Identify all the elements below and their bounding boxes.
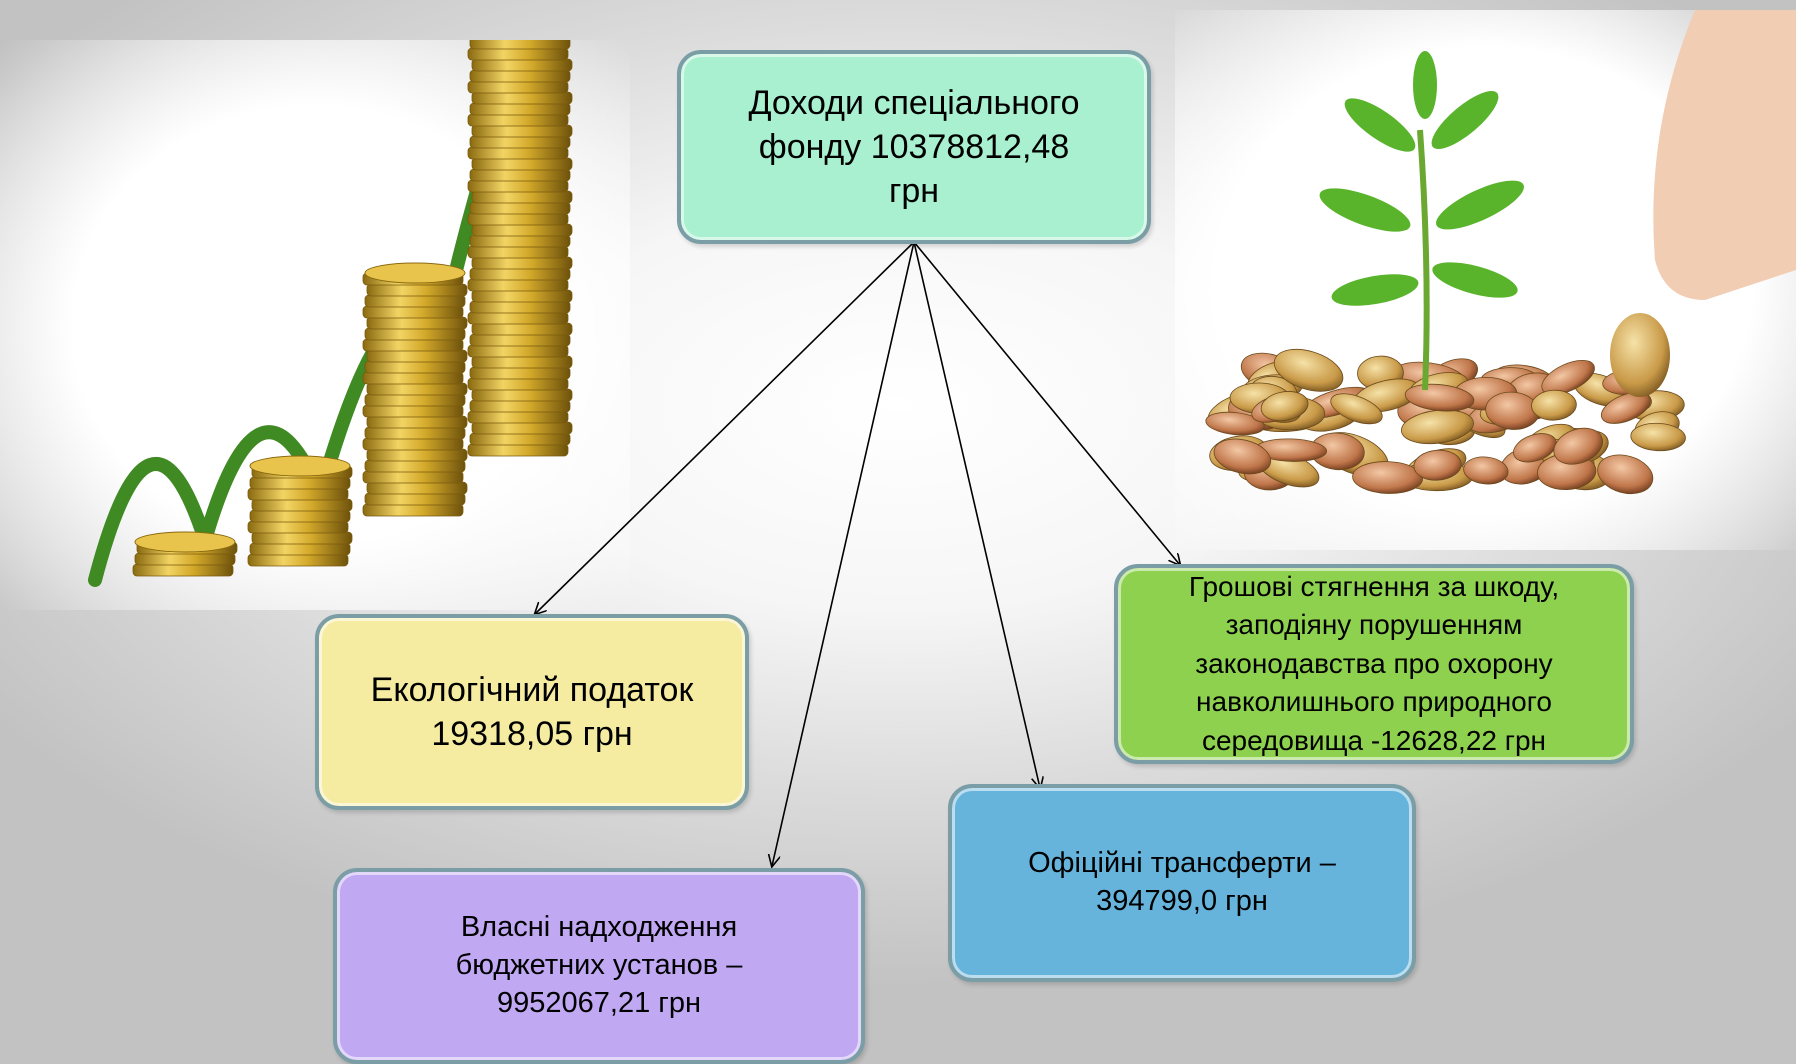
arrow-to-transfers [913,241,1040,788]
arrow-to-penalties [913,241,1180,565]
coin-stacks-growth-arrow-icon [88,40,573,587]
own-revenues-node: Власні надходження бюджетних установ – 9… [333,868,865,1064]
eco-tax-label: Екологічний податок 19318,05 грн [370,670,694,753]
eco-tax-node: Екологічний податок 19318,05 грн [315,614,749,810]
transfers-node: Офіційні трансферти – 394799,0 грн [948,784,1416,982]
coins-growth-image [0,40,630,610]
root-node-label: Доходи спеціального фонду 10378812,48 гр… [748,83,1080,211]
transfers-label: Офіційні трансферти – 394799,0 грн [1028,847,1336,917]
plant-coins-image [1175,10,1796,550]
root-node: Доходи спеціального фонду 10378812,48 гр… [677,50,1151,244]
arrow-to-eco-tax [535,241,915,614]
arrow-to-own-revenues [772,241,915,866]
penalties-label: Грошові стягнення за шкоду, заподіяну по… [1188,571,1560,756]
penalties-node: Грошові стягнення за шкоду, заподіяну по… [1114,564,1634,764]
own-revenues-label: Власні надходження бюджетних установ – 9… [455,911,743,1019]
sprout-coins-hand-icon [1205,10,1796,495]
